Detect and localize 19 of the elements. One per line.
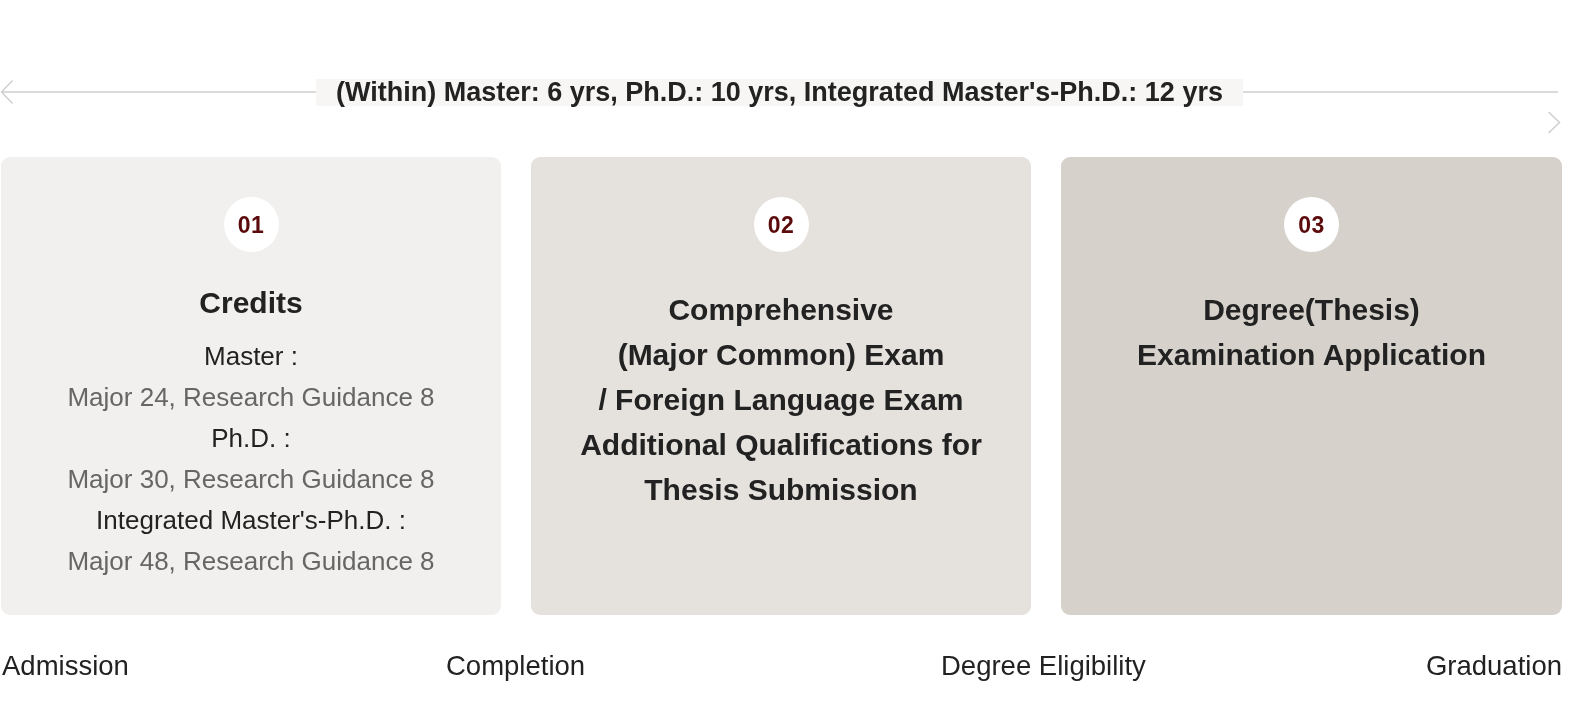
- step-card: [1061, 157, 1562, 615]
- milestone-label: Completion: [446, 651, 586, 681]
- credit-requirement-text: Major 30, Research Guidance 8: [67, 463, 435, 496]
- step-number-badge: 03: [1284, 197, 1339, 252]
- step-number-badge: 02: [753, 197, 809, 252]
- degree-program-label: Master :: [204, 340, 298, 373]
- credit-requirement-text: Major 24, Research Guidance 8: [67, 381, 435, 414]
- step-title: Comprehensive (Major Common) Exam / Foreign Language Exam Additional Qualifications for Thesis Submission: [580, 292, 982, 508]
- step-card: [531, 157, 1031, 615]
- credit-requirement-text: Major 48, Research Guidance 8: [67, 545, 435, 578]
- step-title: Credits: [199, 285, 303, 321]
- duration-label: (Within) Master: 6 yrs, Ph.D.: 10 yrs, Integrated Master's-Ph.D.: 12 yrs: [316, 79, 1243, 106]
- step-title: Degree(Thesis) Examination Application: [1137, 292, 1486, 373]
- milestone-label: Admission: [2, 651, 129, 681]
- degree-program-label: Integrated Master's-Ph.D. :: [96, 504, 406, 537]
- step-number-badge: 01: [223, 197, 279, 252]
- milestone-label: Degree Eligibility: [941, 651, 1146, 681]
- milestone-label: Graduation: [1425, 651, 1562, 681]
- degree-program-label: Ph.D. :: [211, 422, 291, 455]
